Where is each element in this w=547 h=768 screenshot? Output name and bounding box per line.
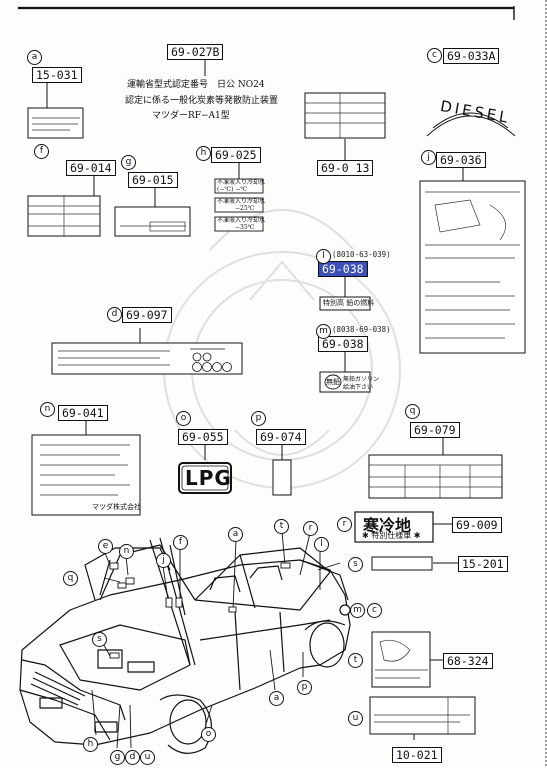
- callout-p-top: p: [251, 411, 266, 426]
- callout-q-top: q: [405, 404, 420, 419]
- part-j-69-036: 69-036: [436, 152, 486, 168]
- callout-p-car: p: [297, 680, 312, 695]
- label-h-line6: −35℃: [235, 224, 255, 231]
- label-kanreichi-sub: ✱ 特別仕様車 ✱: [362, 531, 421, 540]
- label-m-text1: 無鉛: [326, 378, 340, 386]
- label-b-line3: マツダーRF−A1型: [152, 111, 230, 121]
- callout-a-top: a: [27, 50, 42, 65]
- part-t-68-324: 68-324: [443, 653, 493, 669]
- callout-l: l: [316, 249, 331, 264]
- callout-j-car: j: [156, 553, 171, 568]
- label-m-text3: 給油下さい: [343, 384, 374, 391]
- callout-h: h: [196, 146, 211, 161]
- label-m-text2: 無鉛ガソリン: [343, 376, 380, 383]
- callout-g-car: g: [110, 750, 125, 765]
- part-o-69-055: 69-055: [178, 429, 228, 445]
- callout-a-car: a: [228, 527, 243, 542]
- part-c-69-033a: 69-033A: [443, 48, 500, 64]
- part-l-69-038-selected[interactable]: 69-038: [318, 261, 368, 277]
- callout-s-car: s: [92, 632, 107, 647]
- note-l-part-code: (8010-63-039): [332, 250, 391, 259]
- callout-c-car: c: [367, 603, 382, 618]
- part-d-69-097: 69-097: [122, 307, 172, 323]
- part-a-15-031: 15-031: [32, 67, 82, 83]
- callout-u-car: u: [140, 750, 155, 765]
- part-r-69-009: 69-009: [452, 517, 502, 533]
- callout-o-car: o: [201, 727, 216, 742]
- part-q-69-079: 69-079: [410, 422, 460, 438]
- note-m-part-code: (8038-69-038): [332, 325, 391, 334]
- callout-c: c: [427, 48, 442, 63]
- callout-t-right: t: [348, 653, 363, 668]
- label-h-line2: (−℃) −℃: [217, 186, 248, 193]
- callout-m: m: [316, 324, 331, 339]
- part-h-69-025: 69-025: [211, 147, 261, 163]
- callout-r-car: r: [303, 521, 318, 536]
- callout-a-car-lower: a: [269, 691, 284, 706]
- callout-s-right: s: [348, 557, 363, 572]
- callout-f-car: f: [173, 535, 188, 550]
- label-h-line1: 不凍液入り冷却水: [217, 179, 266, 186]
- label-lpg: LPG: [185, 466, 232, 490]
- part-m-69-038: 69-038: [318, 336, 368, 352]
- part-b-69-027b: 69-027B: [167, 44, 224, 60]
- callout-n: n: [40, 402, 55, 417]
- callout-d-car: d: [125, 750, 140, 765]
- callout-f: f: [34, 144, 49, 159]
- callout-o-top: o: [176, 411, 191, 426]
- label-h-line4: −25℃: [235, 205, 255, 212]
- label-l-text: 特別高 鉛の燃料: [323, 299, 375, 307]
- callout-d: d: [107, 307, 122, 322]
- part-g-69-015: 69-015: [128, 172, 178, 188]
- label-b-line1: 運輸省型式認定番号 日公 NO24: [127, 80, 265, 90]
- part-f-69-014: 69-014: [66, 160, 116, 176]
- label-n-maker: マツダ株式会社: [92, 503, 141, 511]
- part-s-15-201: 15-201: [458, 556, 508, 572]
- callout-u-right: u: [348, 711, 363, 726]
- part-69-013: 69-0 13: [317, 160, 374, 176]
- callout-e-car: e: [98, 539, 113, 554]
- label-h-line3: 不凍液入り冷却水: [217, 198, 266, 205]
- part-p-69-074: 69-074: [256, 429, 306, 445]
- callout-g: g: [121, 155, 136, 170]
- part-u-10-021: 10-021: [392, 747, 442, 763]
- part-n-69-041: 69-041: [58, 405, 108, 421]
- callout-l-car: l: [314, 537, 329, 552]
- callout-n-car: n: [119, 544, 134, 559]
- label-b-line2: 認定に係る一般化炭素等発散防止装置: [125, 96, 279, 106]
- callout-j: j: [421, 150, 436, 165]
- callout-t-car: t: [274, 519, 289, 534]
- label-h-line5: 不凍液入り冷却水: [217, 217, 266, 224]
- callout-q-car: q: [63, 571, 78, 586]
- callout-m-car: m: [350, 603, 365, 618]
- callout-h-car: h: [83, 737, 98, 752]
- callout-r-right: r: [337, 517, 352, 532]
- label-kanreichi: 寒冷地: [363, 516, 412, 535]
